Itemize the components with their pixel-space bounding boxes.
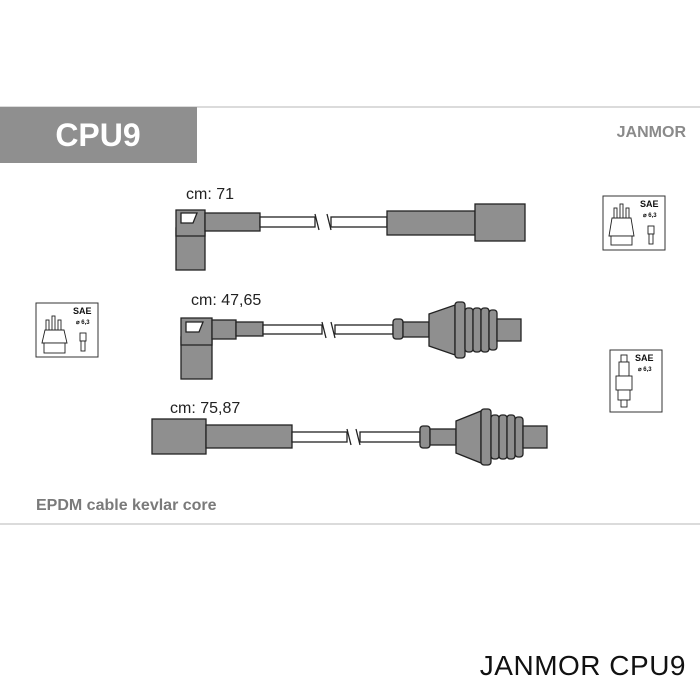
cable-3-straight-boot [151,418,293,455]
cable-1-angled-boot [175,209,261,271]
cable-description: EPDM cable kevlar core [36,497,217,514]
distributor-cap-sae-icon-right: SAE ⌀ 6,3 [602,195,666,251]
spark-plug-sae-icon: SAE ⌀ 6,3 [609,349,663,413]
spark-plug-sae-diameter: ⌀ 6,3 [638,367,652,373]
brand-label: JANMOR [617,124,687,141]
cable-3-plug-boot [419,408,548,466]
cable-2-angled-boot [180,317,264,380]
cable-1: cm: 71 [175,186,526,271]
distributor-cap-sae-icon: SAE ⌀ 6,3 [35,302,99,358]
right-top-sae-standard: SAE [640,199,659,209]
cable-2-plug-boot [392,301,522,359]
footer-caption: JANMOR CPU9 [479,650,686,681]
cable-3-wire [291,428,421,446]
part-code: CPU9 [55,117,140,153]
left-sae-standard: SAE [73,306,92,316]
cable-1-straight-boot [386,203,526,242]
left-sae-diameter: ⌀ 6,3 [76,320,90,326]
cable-2: cm: 47,65 [180,292,522,380]
cable-1-length: cm: 71 [186,186,234,203]
cable-1-wire [259,213,388,231]
right-top-sae-diameter: ⌀ 6,3 [643,213,657,219]
part-code-banner [0,107,197,163]
cable-3: cm: 75,87 [151,400,548,466]
cable-3-length: cm: 75,87 [170,400,240,417]
cable-2-wire [262,321,394,339]
cable-2-length: cm: 47,65 [191,292,261,309]
spark-plug-sae-standard: SAE [635,353,654,363]
